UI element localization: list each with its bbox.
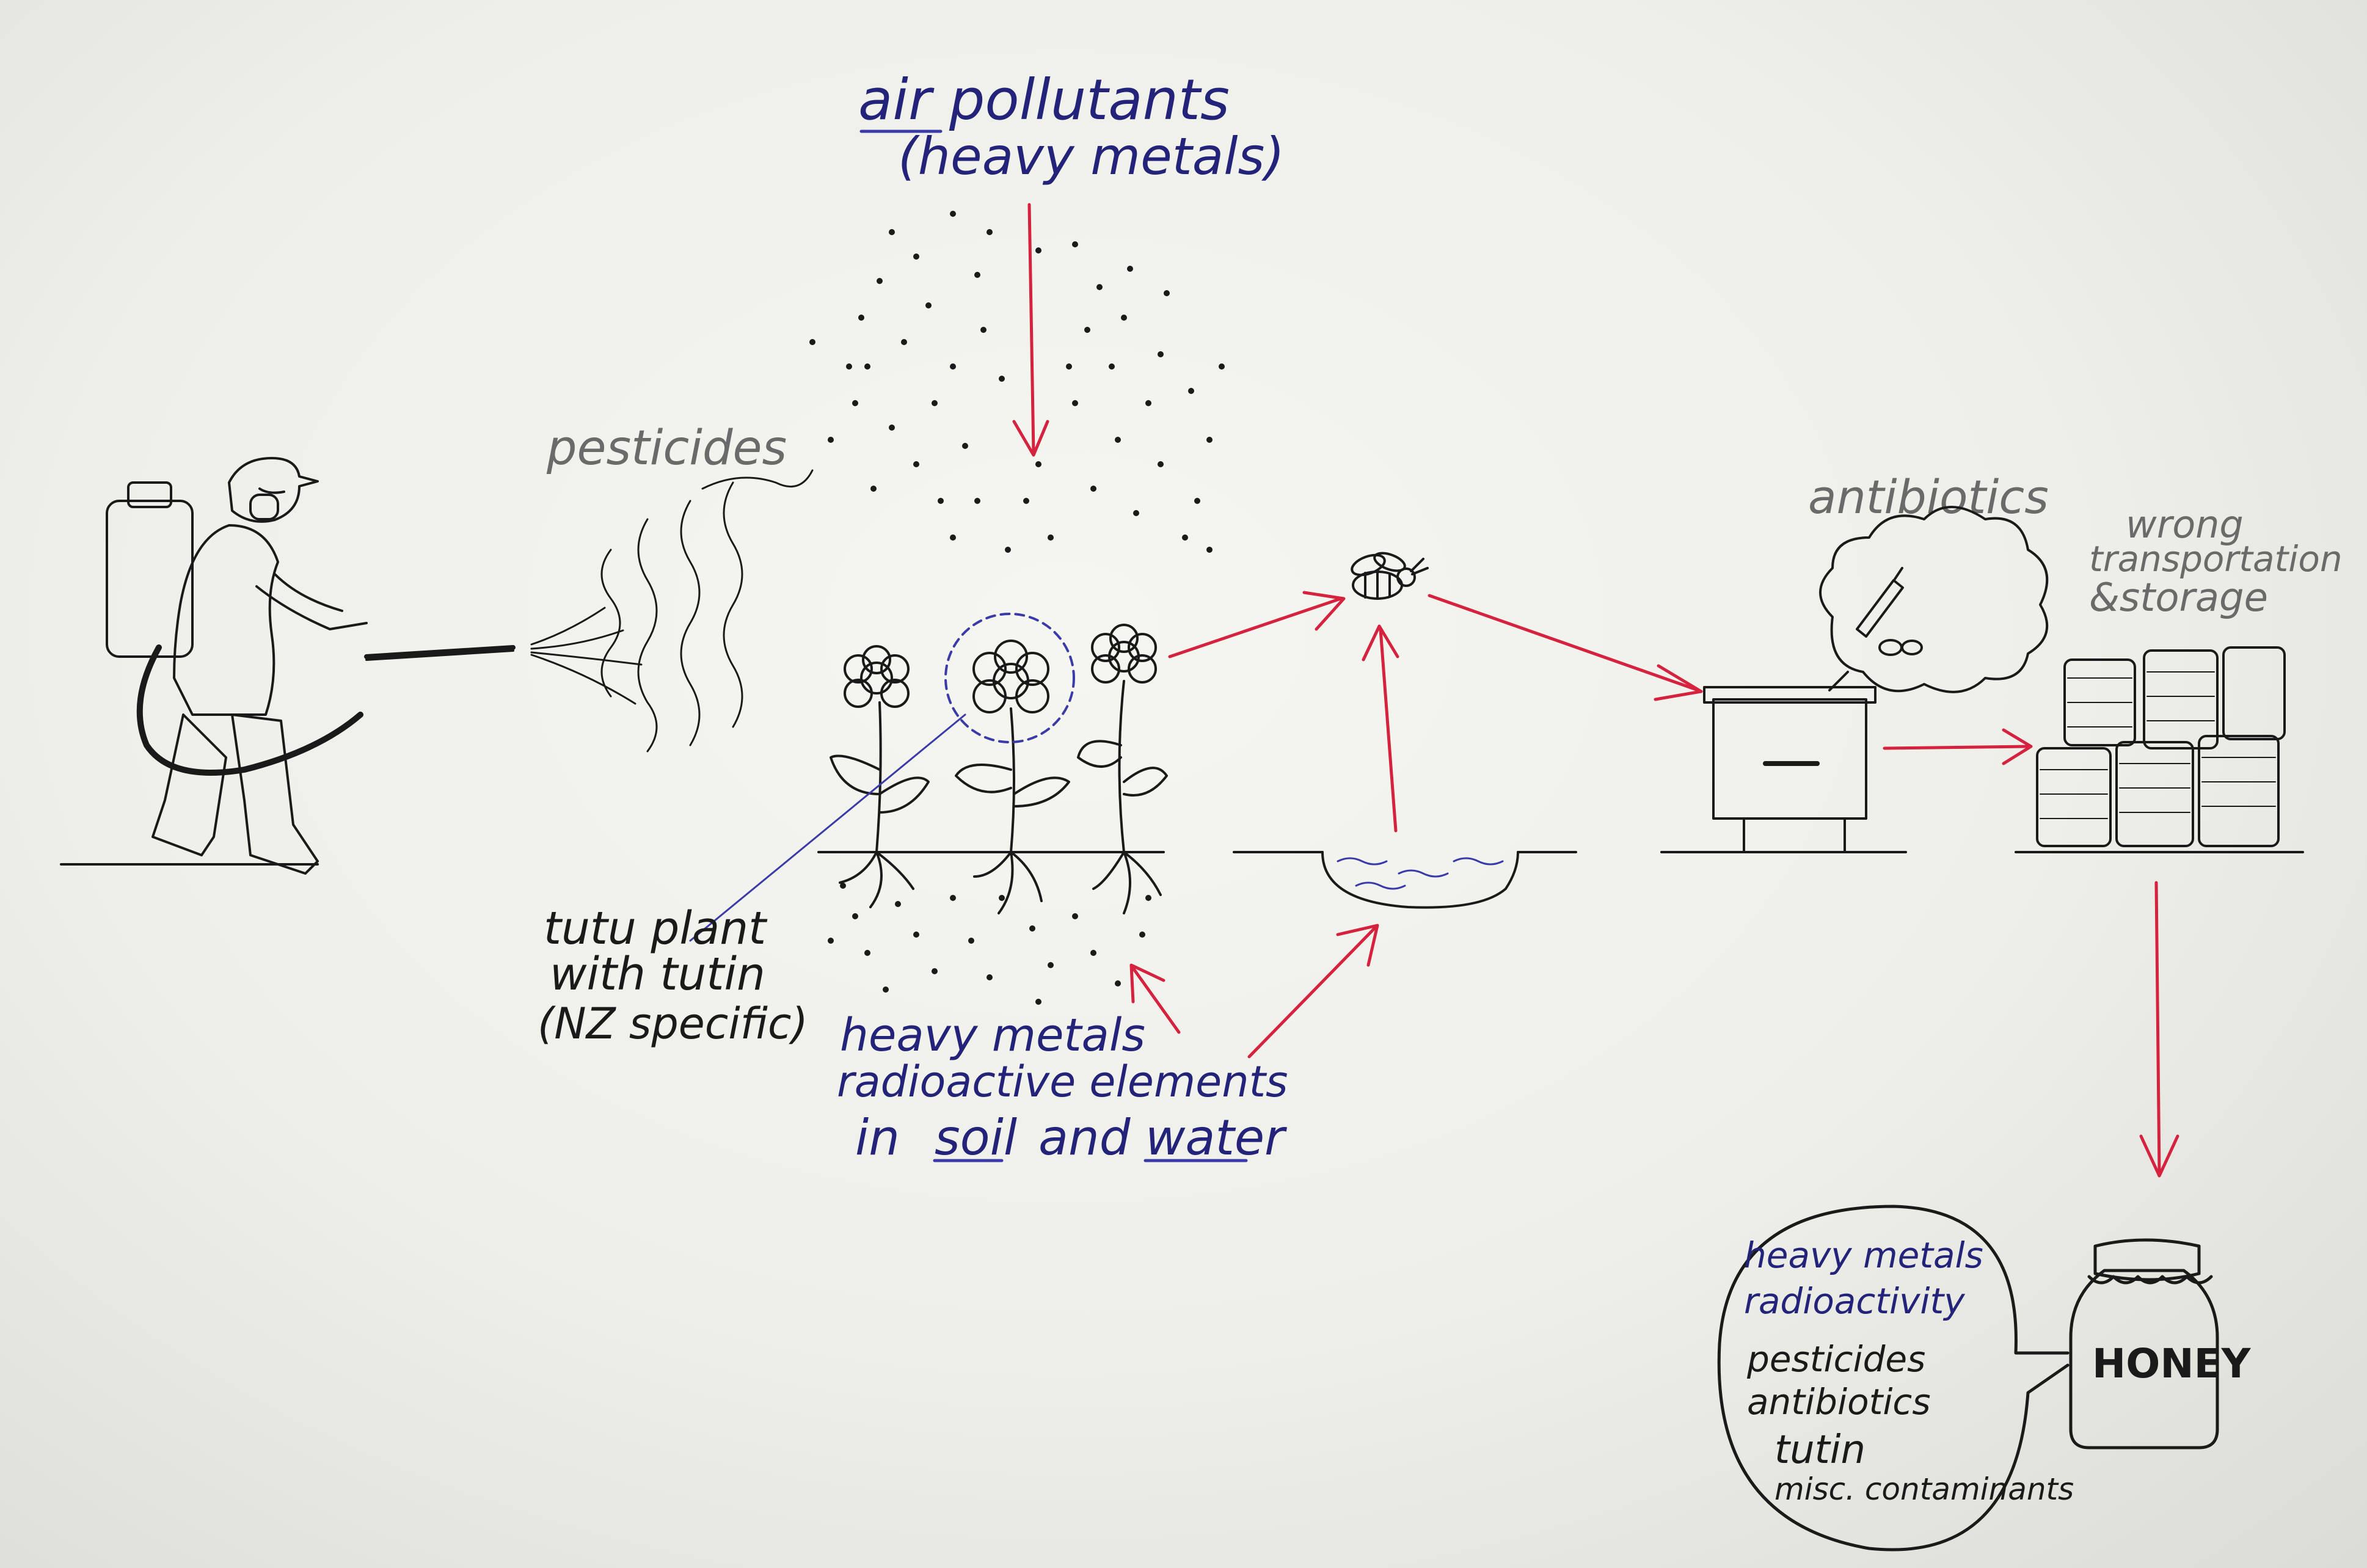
arrow-soil-to-pond [1247,927,1376,1059]
soil-line-2: radioactive elements [837,1057,1288,1107]
honey-contents-bubble [1717,1205,2070,1552]
wrong-line-1: wrong [2126,502,2244,547]
soil-line-3-water: water [1145,1109,1288,1166]
arrow-bee-to-hive [1428,594,1700,692]
arrow-drums-to-honey [2154,881,2161,1175]
soil-particles [828,883,1151,1005]
arrow-air-down [1027,203,1035,454]
contents-item-radioactivity: radioactivity [1744,1280,1965,1322]
contents-item-antibiotics: antibiotics [1747,1381,1931,1423]
antibiotics-cloud-icon [1819,506,2049,693]
wrong-line-2: transportation [2089,538,2343,580]
bee-icon [1351,552,1429,600]
air-pollutants-label: air pollutants (heavy metals) [858,67,1285,186]
wrong-transportation-label: wrong transportation &storage [2089,502,2343,621]
flow-arrows [1012,203,2179,1178]
tutu-plant-highlight [944,613,1075,743]
arrow-hive-to-drums [1883,745,2030,750]
soil-line-3-soil: soil [935,1109,1017,1166]
honey-contents-list: heavy metals radioactivity pesticides an… [1744,1234,2074,1507]
tutu-pointer-line [689,713,966,942]
soil-line-1: heavy metals [840,1009,1145,1062]
arrow-pond-to-bee [1379,627,1398,833]
tutu-line-1: tutu plant [544,902,768,955]
pond-icon [1233,851,1577,909]
contents-item-tutin: tutin [1774,1428,1866,1473]
air-particles [809,211,1225,553]
storage-drums-icon [2015,646,2304,853]
beehive-icon [1660,686,1907,853]
tutu-plant-label: tutu plant with tutin (NZ specific) [538,902,808,1049]
tutu-line-3: (NZ specific) [538,999,808,1049]
sprayer-person-icon [60,457,516,875]
soil-water-label: heavy metals radioactive elements in soi… [837,1009,1288,1166]
arrow-soil-to-flowers [1131,966,1181,1034]
honey-label: HONEY [2092,1340,2252,1387]
pesticides-label: pesticides [546,421,787,476]
tutu-line-2: with tutin [550,948,765,1001]
contents-item-misc: misc. contaminants [1774,1471,2074,1507]
air-pollutants-text: air pollutants [858,67,1230,133]
pesticide-spray-icon [530,469,814,753]
contents-item-pesticides: pesticides [1746,1338,1925,1380]
honey-jar-icon [2069,1238,2219,1449]
arrow-flowers-to-bee [1168,597,1343,658]
contents-item-heavy-metals: heavy metals [1744,1234,1983,1276]
flowers-icon [817,624,1168,914]
soil-line-3-and: and [1038,1109,1131,1166]
heavy-metals-paren-text: (heavy metals) [898,126,1285,186]
wrong-line-3: &storage [2089,575,2268,621]
soil-line-3-in: in [855,1109,900,1166]
